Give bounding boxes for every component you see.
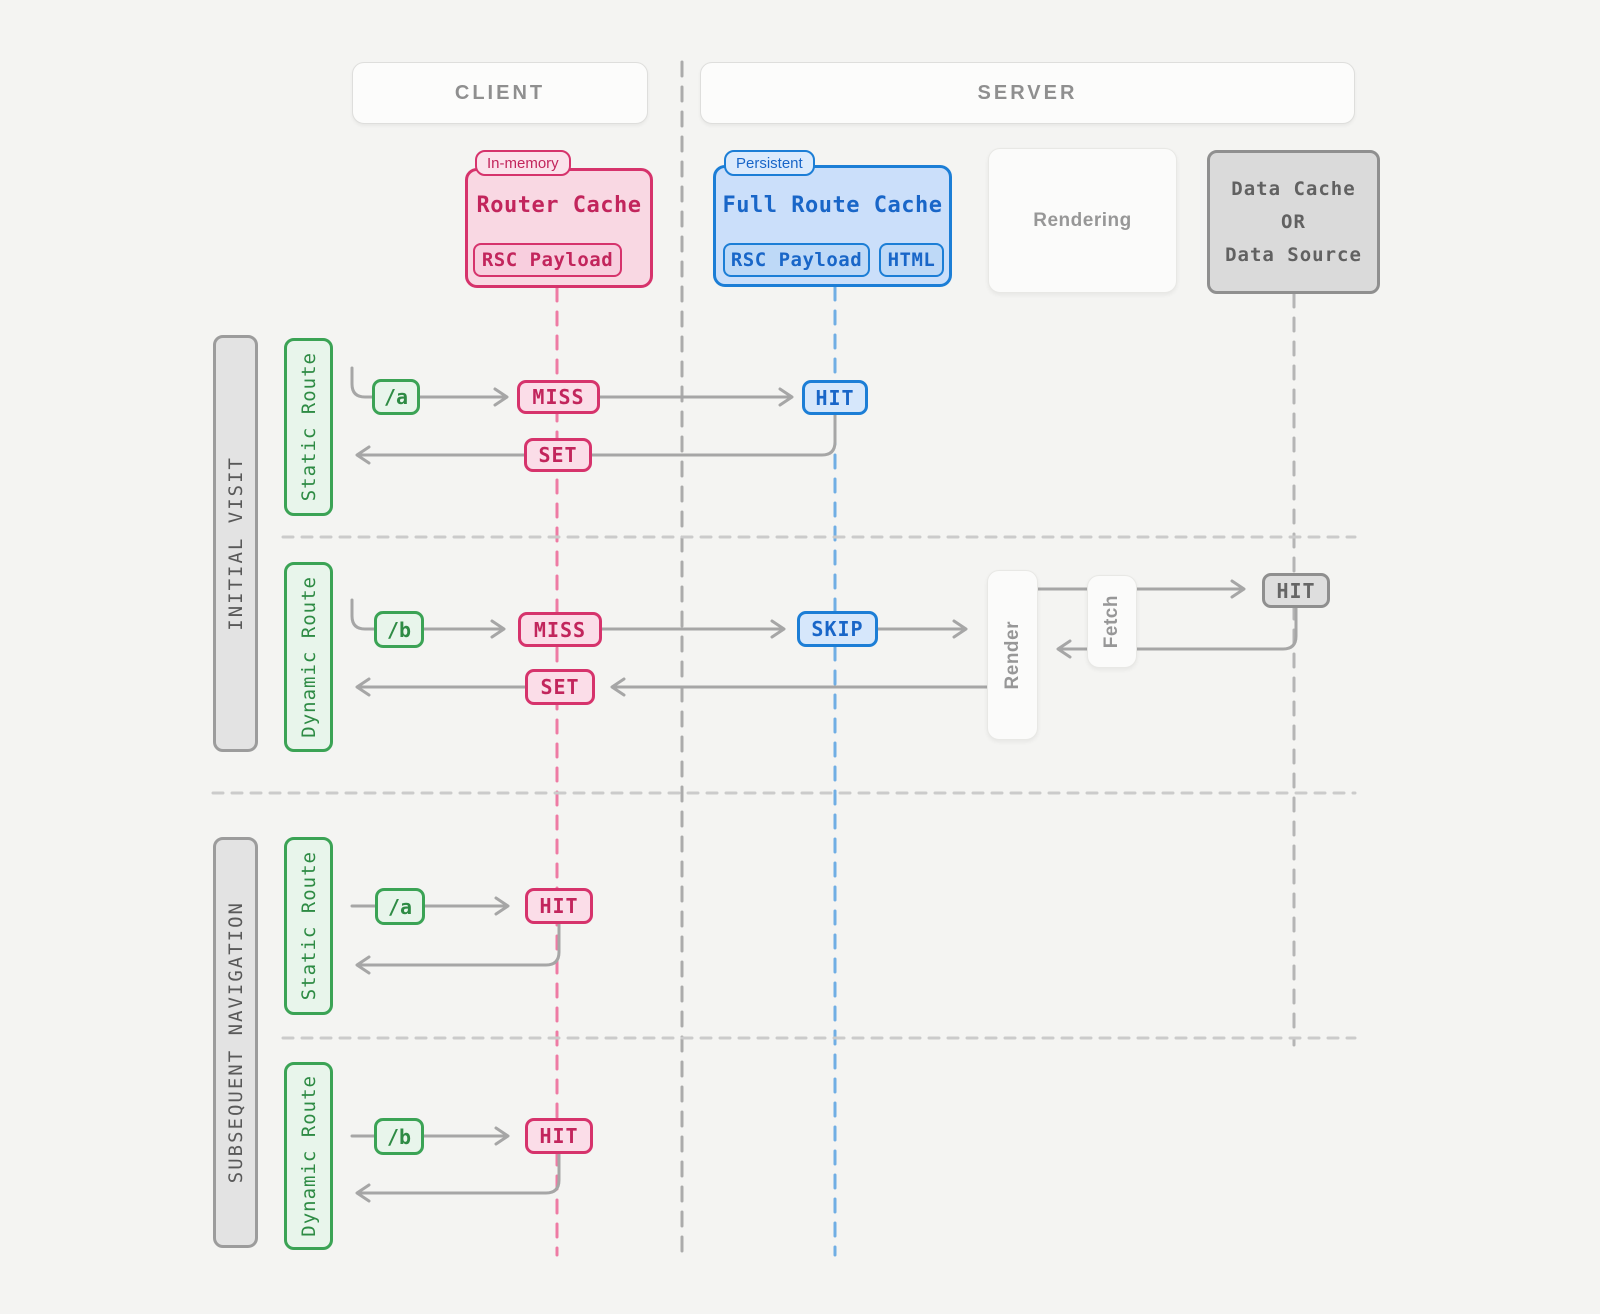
router-cache-miss-badge-initial-static: MISS xyxy=(517,380,600,414)
fetch-activity-box: Fetch xyxy=(1087,575,1137,668)
render-activity-box: Render xyxy=(987,570,1038,740)
router-cache-set-badge-initial-static: SET xyxy=(524,438,592,472)
router-cache-rsc-payload-badge: RSC Payload xyxy=(473,243,622,277)
client-header: CLIENT xyxy=(352,62,648,124)
arrow-initial-static-response xyxy=(355,413,837,465)
client-header-label: CLIENT xyxy=(454,81,546,104)
route-label-subsequent-dynamic: Dynamic Route xyxy=(284,1062,333,1250)
router-cache-hit-badge-dynamic: HIT xyxy=(525,1118,593,1154)
section-initial-visit-label: INITIAL VISIT xyxy=(224,456,247,631)
dynamic-route-label: Dynamic Route xyxy=(297,1075,320,1237)
data-cache-line-2: OR xyxy=(1281,210,1306,233)
data-cache-line-1: Data Cache xyxy=(1231,177,1356,200)
section-initial-visit: INITIAL VISIT xyxy=(213,335,258,752)
data-cache-hit-badge: HIT xyxy=(1262,573,1330,608)
static-route-label: Static Route xyxy=(297,851,320,1001)
row-separators xyxy=(211,535,1357,1040)
arrow-render-response xyxy=(610,677,989,697)
full-route-cache-tag: Persistent xyxy=(724,150,815,176)
data-cache-line-3: Data Source xyxy=(1225,243,1362,266)
router-cache-set-badge-initial-dynamic: SET xyxy=(525,669,595,705)
arrow-subsequent-static-request xyxy=(350,896,510,916)
arrow-initial-static-request xyxy=(350,366,794,407)
arrow-initial-dynamic-response xyxy=(355,677,527,697)
route-chip-a-subsequent: /a xyxy=(375,888,425,925)
route-chip-a-initial: /a xyxy=(372,379,420,415)
full-route-cache-title: Full Route Cache xyxy=(722,193,943,218)
rendering-label: Rendering xyxy=(1033,209,1132,231)
server-header-label: SERVER xyxy=(977,81,1078,104)
arrow-subsequent-dynamic-request xyxy=(350,1126,510,1146)
route-label-initial-static: Static Route xyxy=(284,338,333,516)
data-cache-box: Data Cache OR Data Source xyxy=(1207,150,1380,294)
route-label-subsequent-static: Static Route xyxy=(284,837,333,1015)
rendering-box: Rendering xyxy=(988,148,1177,293)
full-route-cache-hit-badge: HIT xyxy=(802,380,868,415)
arrow-render-to-data xyxy=(1036,579,1246,599)
full-route-cache-rsc-payload-badge: RSC Payload xyxy=(723,243,870,277)
route-label-initial-dynamic: Dynamic Route xyxy=(284,562,333,752)
static-route-label: Static Route xyxy=(297,352,320,502)
router-cache-miss-badge-initial-dynamic: MISS xyxy=(518,612,602,647)
arrow-subsequent-dynamic-response xyxy=(355,1150,561,1203)
arrow-initial-dynamic-request xyxy=(350,598,968,639)
route-chip-b-subsequent: /b xyxy=(374,1118,424,1155)
full-route-cache-skip-badge: SKIP xyxy=(797,611,878,647)
full-route-cache-html-badge: HTML xyxy=(879,243,944,277)
router-cache-tag: In-memory xyxy=(475,150,571,176)
fetch-label: Fetch xyxy=(1101,594,1122,649)
section-subsequent-navigation-label: SUBSEQUENT NAVIGATION xyxy=(224,901,247,1184)
route-chip-b-initial: /b xyxy=(374,611,424,648)
render-label: Render xyxy=(1001,620,1023,690)
section-subsequent-navigation: SUBSEQUENT NAVIGATION xyxy=(213,837,258,1248)
arrow-subsequent-static-response xyxy=(355,922,561,975)
arrow-data-response xyxy=(1056,606,1298,659)
dynamic-route-label: Dynamic Route xyxy=(297,576,320,738)
router-cache-title: Router Cache xyxy=(476,193,642,218)
router-cache-hit-badge-static: HIT xyxy=(525,888,593,924)
server-header: SERVER xyxy=(700,62,1355,124)
